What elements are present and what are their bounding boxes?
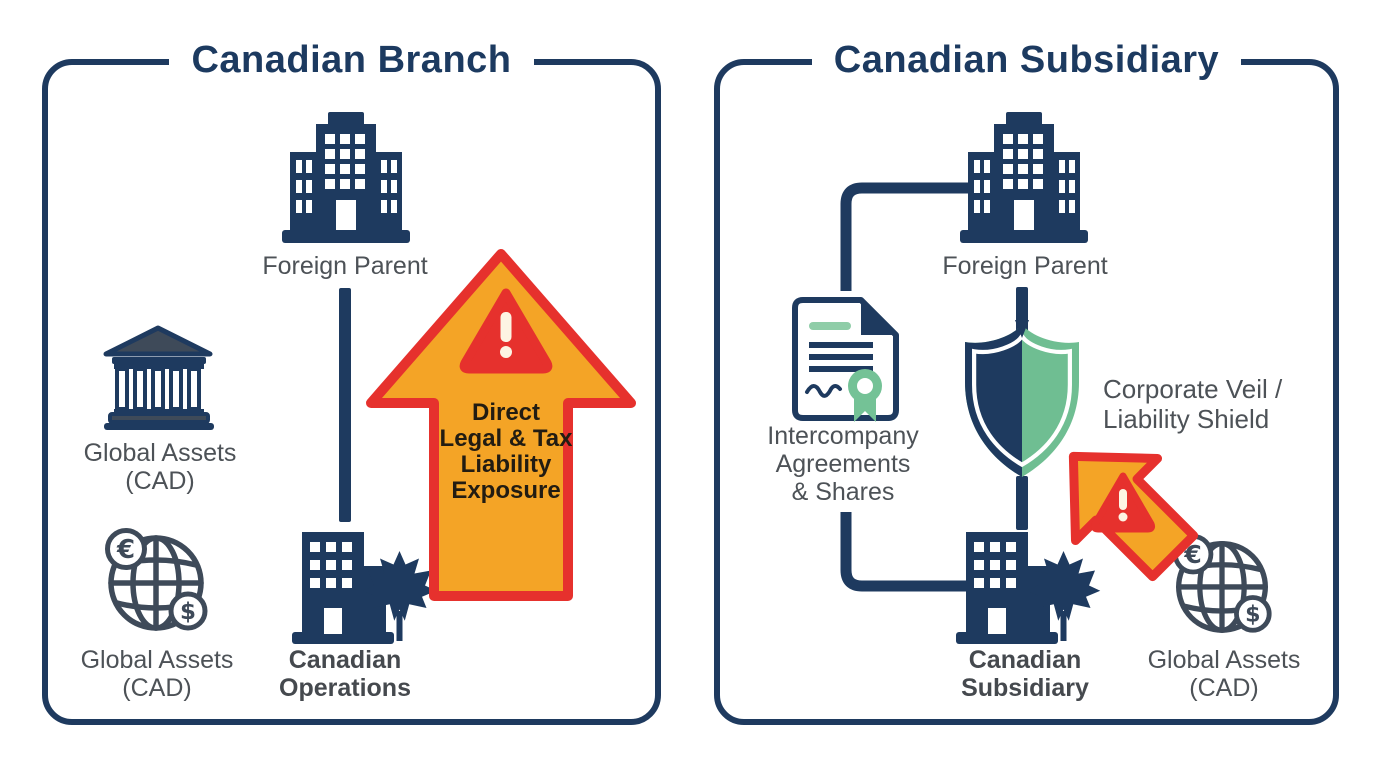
foreign-parent-label-left: Foreign Parent [262,252,428,280]
signature-squiggle [805,384,842,398]
seal-ribbon-icon [848,369,882,422]
bank-icon [103,325,214,430]
right-panel-title: Canadian Subsidiary [714,36,1339,84]
global-assets-globe-icon-left [108,531,206,629]
parent-to-agreements-connector [840,182,968,291]
shield-icon [965,320,1079,477]
canadian-subsidiary-building-icon [956,532,1101,644]
canadian-subsidiary-label: Canadian Subsidiary [961,646,1089,702]
right-panel-title-text: Canadian Subsidiary [811,36,1242,84]
liability-exposure-label: Direct Legal & Tax Liability Exposure [439,399,573,504]
agreements-to-subsidiary-connector [840,512,966,592]
intercompany-agreements-label: Intercompany Agreements & Shares [767,422,919,506]
global-assets-bank-label: Global Assets (CAD) [83,439,237,495]
foreign-parent-building-icon-right [960,112,1088,243]
global-assets-globe-label-left: Global Assets (CAD) [80,646,234,702]
agreements-document-icon [792,297,899,422]
canadian-operations-label: Canadian Operations [279,646,411,702]
foreign-parent-label-right: Foreign Parent [942,252,1108,280]
liability-exposure-arrow [366,249,636,601]
left-panel-title-text: Canadian Branch [169,36,534,84]
parent-branch-connector-line [339,288,351,522]
deflected-risk-arrow [1068,451,1199,582]
global-assets-globe-icon-right [1175,536,1269,630]
corporate-veil-label: Corporate Veil / Liability Shield [1103,374,1283,434]
shield-to-subsidiary-connector [1016,476,1028,530]
warning-triangle-icon-small [1090,472,1156,533]
global-assets-globe-label-right: Global Assets (CAD) [1147,646,1301,702]
warning-triangle-icon [459,288,553,374]
canadian-operations-building-icon [292,532,437,644]
foreign-parent-building-icon-left [282,112,410,243]
left-panel-title: Canadian Branch [42,36,661,84]
